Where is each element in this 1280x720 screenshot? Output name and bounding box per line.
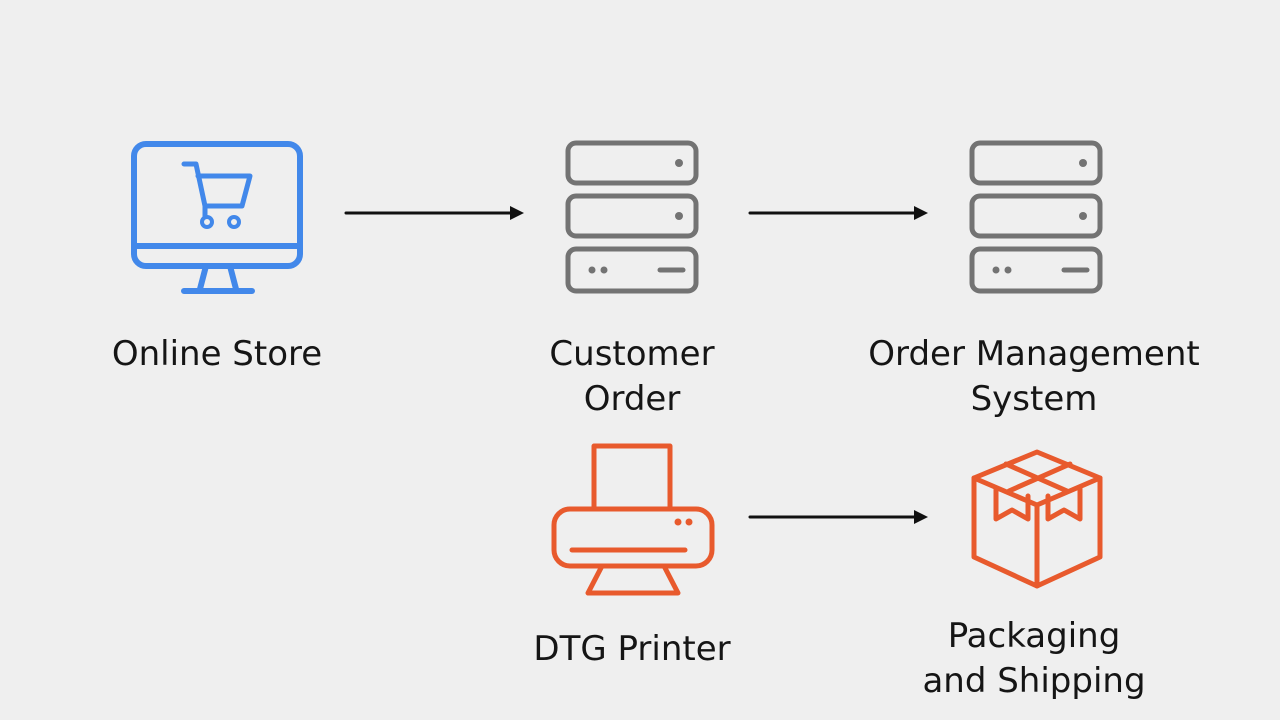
customer-order-label: Customer Order: [549, 334, 715, 419]
connector-arrow-store-to-order: [344, 206, 524, 220]
dtg-printer-label: DTG Printer: [533, 629, 731, 669]
connector-arrow-printer-to-packaging: [748, 510, 928, 524]
connector-arrow-order-to-management: [748, 206, 928, 220]
printer-icon: [551, 443, 715, 596]
package-box-icon: [971, 449, 1103, 589]
order-management-system-label: Order Management System: [868, 334, 1200, 419]
server-icon: [565, 140, 699, 294]
online-store-label: Online Store: [111, 334, 323, 374]
monitor-shopping-cart-icon: [131, 141, 303, 294]
packaging-and-shipping-label: Packaging and Shipping: [922, 616, 1146, 701]
server-icon: [969, 140, 1103, 294]
